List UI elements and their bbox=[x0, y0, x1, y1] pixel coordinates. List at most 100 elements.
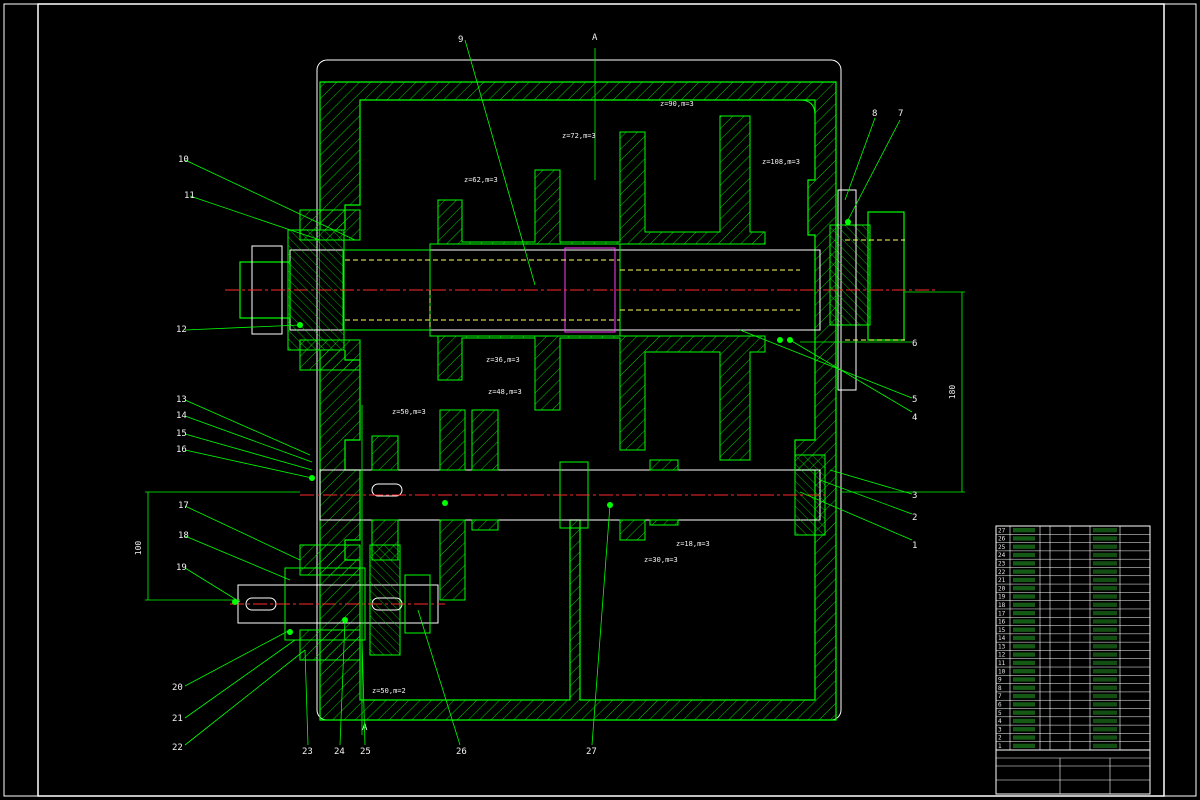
parts-row-number: 11 bbox=[998, 660, 1006, 667]
callout-16: 16 bbox=[176, 445, 187, 455]
inner-frame bbox=[37, 3, 1165, 797]
parts-row-number: 27 bbox=[998, 527, 1006, 534]
callout-21: 21 bbox=[172, 714, 183, 724]
callout-24: 24 bbox=[334, 747, 345, 757]
parts-row-standard-cell bbox=[1093, 718, 1117, 724]
right-coupling bbox=[829, 189, 905, 391]
parts-row-standard-cell bbox=[1093, 652, 1117, 657]
parts-row-number: 18 bbox=[998, 602, 1006, 609]
callout-23: 23 bbox=[302, 747, 313, 757]
parts-row-name-cell bbox=[1013, 644, 1035, 649]
callout-5: 5 bbox=[912, 395, 917, 405]
bottom-left-shaft bbox=[237, 483, 439, 661]
parts-row-standard-cell bbox=[1093, 619, 1117, 624]
gear-label-mid-g2: z=48,m=3 bbox=[488, 388, 522, 396]
callout-20: 20 bbox=[172, 683, 183, 693]
callout-10: 10 bbox=[178, 155, 189, 165]
parts-row-standard-cell bbox=[1093, 677, 1117, 682]
parts-row-number: 12 bbox=[998, 652, 1006, 659]
parts-row-name-cell bbox=[1013, 552, 1035, 558]
callout-25: 25 bbox=[360, 747, 371, 757]
parts-row-name-cell bbox=[1013, 594, 1035, 599]
gear-label-left-g1: z=62,m=3 bbox=[464, 176, 498, 184]
parts-row-name-cell bbox=[1013, 743, 1035, 748]
parts-row-name-cell bbox=[1013, 727, 1035, 732]
callout-6: 6 bbox=[912, 339, 917, 349]
dim-left-vertical: 100 bbox=[134, 541, 143, 556]
parts-row-name-cell bbox=[1013, 685, 1035, 690]
callout-22: 22 bbox=[172, 743, 183, 753]
lower-gears bbox=[371, 409, 679, 601]
callout-15: 15 bbox=[176, 429, 187, 439]
parts-row-name-cell bbox=[1013, 561, 1035, 566]
parts-row-number: 17 bbox=[998, 610, 1006, 617]
parts-row-name-cell bbox=[1013, 677, 1035, 682]
parts-row-number: 10 bbox=[998, 668, 1006, 675]
section-mark-top: A bbox=[592, 33, 598, 43]
callout-numbers: 1 2 3 4 5 6 7 8 9 10 11 12 13 14 15 16 1… bbox=[172, 35, 917, 757]
parts-row-name-cell bbox=[1013, 710, 1035, 715]
section-mark-bottom: A bbox=[362, 723, 368, 733]
gear-label-top-g3: z=108,m=3 bbox=[762, 158, 800, 166]
parts-row-number: 9 bbox=[998, 677, 1002, 684]
parts-row-standard-cell bbox=[1093, 702, 1117, 707]
gear-label-mid-g3: z=50,m=3 bbox=[392, 408, 426, 416]
parts-row-name-cell bbox=[1013, 619, 1035, 624]
parts-row-name-cell bbox=[1013, 718, 1035, 724]
parts-row-number: 19 bbox=[998, 594, 1006, 601]
parts-row-name-cell bbox=[1013, 610, 1035, 616]
gear-label-top-g1: z=72,m=3 bbox=[562, 132, 596, 140]
callout-11: 11 bbox=[184, 191, 195, 201]
callout-4: 4 bbox=[912, 413, 917, 423]
parts-row-number: 16 bbox=[998, 619, 1006, 626]
upper-gears bbox=[437, 115, 766, 461]
callout-12: 12 bbox=[176, 325, 187, 335]
parts-row-name-cell bbox=[1013, 635, 1035, 641]
parts-row-number: 2 bbox=[998, 735, 1002, 742]
dim-right-vertical: 180 bbox=[948, 385, 957, 400]
parts-row-number: 13 bbox=[998, 643, 1006, 650]
parts-row-number: 25 bbox=[998, 544, 1006, 551]
parts-row-name-cell bbox=[1013, 669, 1035, 674]
parts-row-number: 24 bbox=[998, 552, 1006, 559]
parts-row-standard-cell bbox=[1093, 552, 1117, 558]
parts-row-standard-cell bbox=[1093, 561, 1117, 566]
parts-row-standard-cell bbox=[1093, 602, 1117, 607]
callout-17: 17 bbox=[178, 501, 189, 511]
parts-row-name-cell bbox=[1013, 627, 1035, 632]
parts-row-name-cell bbox=[1013, 586, 1035, 591]
callout-14: 14 bbox=[176, 411, 187, 421]
parts-row-standard-cell bbox=[1093, 544, 1117, 549]
parts-row-number: 4 bbox=[998, 718, 1002, 725]
parts-row-number: 21 bbox=[998, 577, 1006, 584]
parts-row-number: 26 bbox=[998, 536, 1006, 543]
parts-row-name-cell bbox=[1013, 652, 1035, 657]
parts-row-name-cell bbox=[1013, 735, 1035, 740]
gear-labels: z=72,m=3 z=90,m=3 z=108,m=3 z=62,m=3 z=3… bbox=[372, 100, 800, 695]
gear-label-top-g2: z=90,m=3 bbox=[660, 100, 694, 108]
hidden-lines bbox=[345, 239, 905, 341]
callout-7: 7 bbox=[898, 109, 903, 119]
parts-row-standard-cell bbox=[1093, 743, 1117, 748]
parts-row-name-cell bbox=[1013, 702, 1035, 707]
parts-row-standard-cell bbox=[1093, 644, 1117, 649]
gear-label-bot-g3: z=50,m=2 bbox=[372, 687, 406, 695]
parts-row-standard-cell bbox=[1093, 594, 1117, 599]
dimension-lines bbox=[145, 48, 965, 735]
parts-row-standard-cell bbox=[1093, 693, 1117, 699]
parts-row-standard-cell bbox=[1093, 586, 1117, 591]
callout-8: 8 bbox=[872, 109, 877, 119]
parts-row-name-cell bbox=[1013, 577, 1035, 583]
parts-list-rows: 2726252423222120191817161514131211109876… bbox=[996, 525, 1150, 750]
parts-row-number: 15 bbox=[998, 627, 1006, 634]
parts-row-standard-cell bbox=[1093, 577, 1117, 583]
callout-2: 2 bbox=[912, 513, 917, 523]
parts-row-standard-cell bbox=[1093, 569, 1117, 574]
parts-row-number: 1 bbox=[998, 743, 1002, 750]
callout-27: 27 bbox=[586, 747, 597, 757]
parts-row-name-cell bbox=[1013, 660, 1035, 666]
parts-row-number: 7 bbox=[998, 693, 1002, 700]
parts-row-standard-cell bbox=[1093, 710, 1117, 715]
parts-row-standard-cell bbox=[1093, 635, 1117, 641]
parts-row-standard-cell bbox=[1093, 610, 1117, 616]
